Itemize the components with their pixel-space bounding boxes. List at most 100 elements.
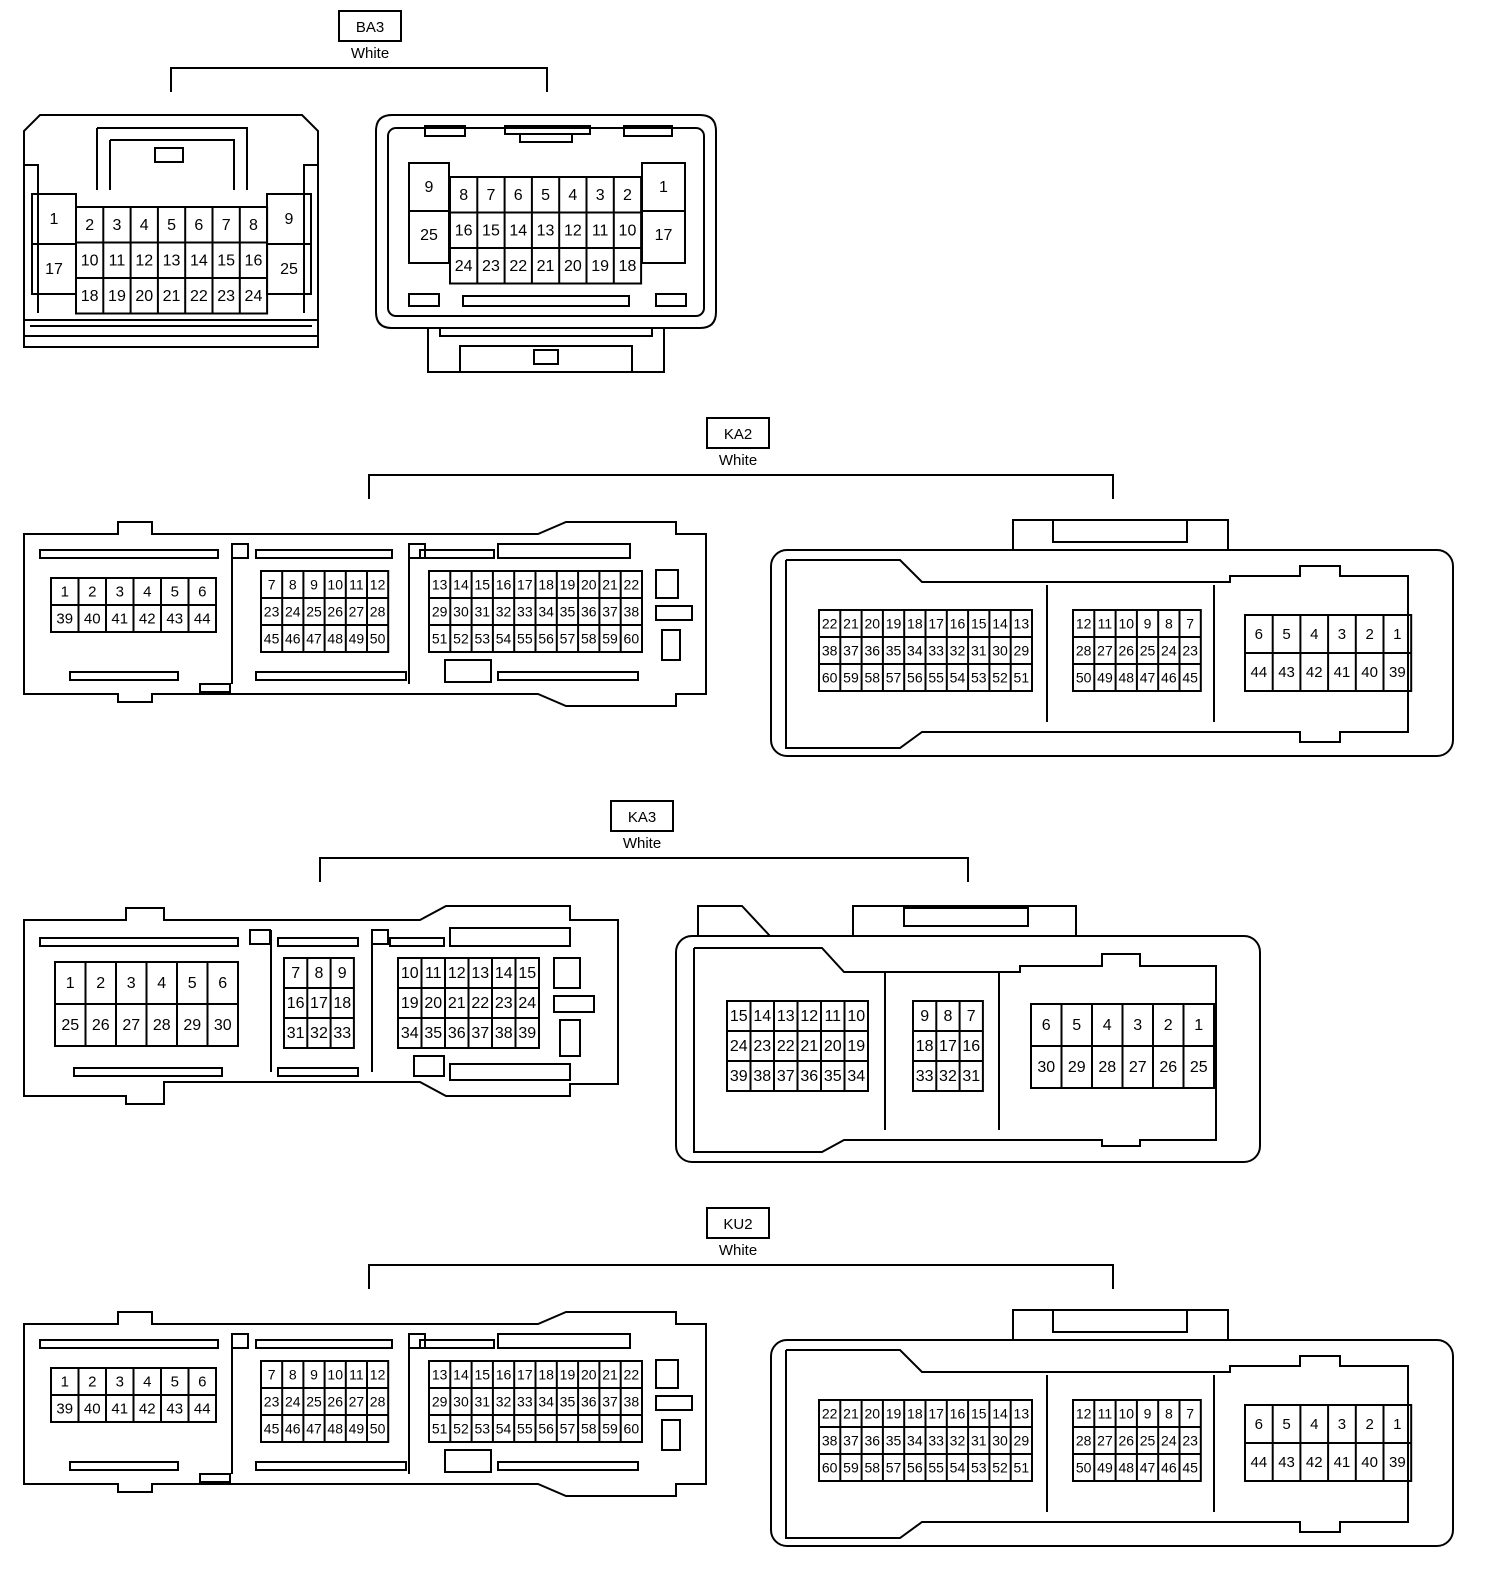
pin-number: 29 (1014, 1433, 1030, 1449)
pin-number: 58 (864, 1460, 880, 1476)
pin-number: 58 (581, 1421, 597, 1437)
pin-number: 9 (338, 965, 347, 982)
pin-number: 60 (822, 1460, 838, 1476)
pin-number: 43 (1278, 664, 1295, 681)
pin-number: 16 (455, 222, 473, 239)
pin-number: 9 (310, 577, 318, 593)
pin-number: 33 (333, 1025, 351, 1042)
pin-number: 59 (602, 1421, 618, 1437)
pin-number: 49 (349, 631, 365, 647)
ka2-label: KA2 (724, 426, 752, 443)
pin-number: 7 (1186, 1406, 1194, 1422)
pin-number: 16 (962, 1038, 980, 1055)
pin-number: 15 (971, 616, 987, 632)
pin-number: 2 (1365, 1416, 1373, 1433)
pin-number: 36 (864, 1433, 880, 1449)
pin-number: 1 (61, 584, 69, 601)
ku2-label: KU2 (723, 1216, 752, 1233)
pin-number: 20 (564, 258, 582, 275)
pin-number: 23 (264, 604, 280, 620)
pin-number: 30 (1037, 1059, 1055, 1076)
pin-number: 20 (581, 1367, 597, 1383)
pin-number: 47 (306, 631, 322, 647)
pin-number: 19 (847, 1038, 865, 1055)
pin-number: 11 (824, 1008, 841, 1025)
pin-number: 27 (349, 604, 365, 620)
pin-number: 21 (602, 1367, 618, 1383)
pin-number: 39 (1389, 1454, 1406, 1471)
pin-number: 21 (602, 577, 618, 593)
pin-number: 6 (194, 217, 203, 234)
pin-number: 24 (285, 604, 301, 620)
pin-number: 18 (916, 1038, 934, 1055)
pin-number: 44 (194, 1401, 211, 1418)
pin-number: 59 (602, 631, 618, 647)
pin-number: 16 (496, 577, 512, 593)
pin-number: 53 (971, 670, 987, 686)
pin-number: 51 (1014, 1460, 1030, 1476)
pin-number: 55 (928, 1460, 944, 1476)
pin-number: 14 (453, 577, 469, 593)
pin-number: 17 (928, 1406, 944, 1422)
pin-number: 48 (1118, 670, 1134, 686)
pin-number: 24 (455, 258, 473, 275)
pin-number: 28 (370, 604, 386, 620)
pin-number: 16 (287, 995, 305, 1012)
pin-number: 54 (496, 631, 512, 647)
pin-number: 5 (541, 187, 550, 204)
pin-number: 52 (453, 631, 469, 647)
pin-number: 17 (655, 227, 673, 244)
pin-number: 5 (1072, 1017, 1081, 1034)
pin-number: 10 (327, 577, 343, 593)
pin-number: 36 (448, 1025, 466, 1042)
pin-number: 29 (1014, 643, 1030, 659)
pin-number: 22 (777, 1038, 795, 1055)
pin-number: 18 (538, 577, 554, 593)
pin-number: 3 (596, 187, 605, 204)
pin-number: 29 (183, 1017, 201, 1034)
pin-number: 19 (560, 577, 576, 593)
pin-number: 40 (84, 1401, 101, 1418)
pin-number: 60 (822, 670, 838, 686)
pin-number: 12 (1076, 1406, 1092, 1422)
pin-number: 10 (619, 222, 637, 239)
pin-number: 17 (517, 1367, 533, 1383)
pin-number: 58 (581, 631, 597, 647)
pin-number: 25 (280, 261, 298, 278)
pin-number: 32 (310, 1025, 328, 1042)
pin-number: 7 (967, 1008, 976, 1025)
pin-number: 20 (864, 1406, 880, 1422)
pin-number: 14 (190, 252, 208, 269)
pin-number: 11 (349, 577, 364, 593)
pin-number: 28 (1076, 1433, 1092, 1449)
pin-number: 8 (943, 1008, 952, 1025)
pin-number: 13 (1014, 616, 1030, 632)
pin-number: 40 (1361, 664, 1378, 681)
pin-number: 39 (1389, 664, 1406, 681)
pin-number: 5 (167, 217, 176, 234)
pin-number: 8 (1165, 1406, 1173, 1422)
pin-number: 27 (1097, 1433, 1113, 1449)
pin-number: 18 (907, 1406, 923, 1422)
pin-number: 31 (474, 604, 490, 620)
pin-number: 51 (1014, 670, 1030, 686)
pin-number: 52 (453, 1421, 469, 1437)
pin-number: 54 (950, 670, 966, 686)
pin-number: 42 (1306, 664, 1323, 681)
pin-number: 24 (1161, 1433, 1177, 1449)
pin-number: 26 (92, 1017, 110, 1034)
pin-number: 12 (448, 965, 466, 982)
pin-number: 12 (135, 252, 153, 269)
pin-number: 6 (198, 584, 206, 601)
pin-number: 28 (1098, 1059, 1116, 1076)
pin-number: 4 (157, 975, 166, 992)
pin-number: 32 (950, 643, 966, 659)
pin-number: 25 (306, 1394, 322, 1410)
pin-number: 34 (538, 604, 554, 620)
pin-number: 26 (1118, 1433, 1134, 1449)
pin-number: 32 (496, 1394, 512, 1410)
pin-number: 15 (730, 1008, 748, 1025)
pin-number: 2 (623, 187, 632, 204)
pin-number: 50 (1076, 1460, 1092, 1476)
